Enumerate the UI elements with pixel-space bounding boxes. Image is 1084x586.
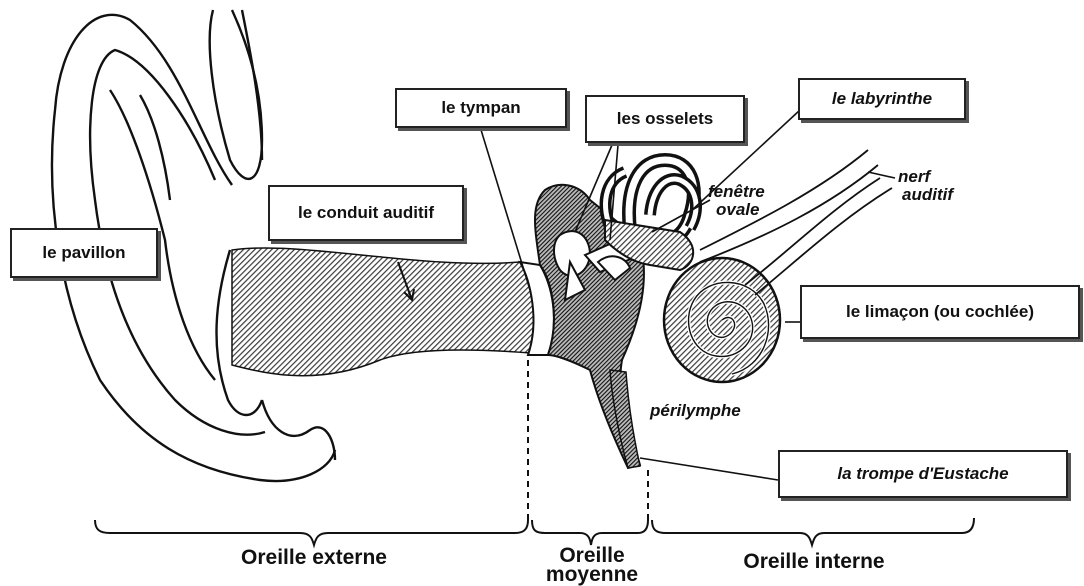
label-nerf-line2: auditif xyxy=(898,186,953,204)
label-nerf-line1: nerf xyxy=(898,168,953,186)
label-perilymphe: périlymphe xyxy=(650,402,741,420)
label-osselets: les osselets xyxy=(585,95,745,143)
label-fenetre-line2: ovale xyxy=(708,201,765,219)
section-oreille-interne: Oreille interne xyxy=(700,552,928,571)
label-trompe-eustache: la trompe d'Eustache xyxy=(778,450,1068,498)
section-oreille-externe: Oreille externe xyxy=(200,548,428,567)
label-pavillon: le pavillon xyxy=(10,228,158,278)
label-fenetre-ovale: fenêtre ovale xyxy=(708,183,765,219)
section-oreille-moyenne: Oreille moyenne xyxy=(540,546,644,584)
ear-canal xyxy=(232,248,560,376)
label-labyrinthe: le labyrinthe xyxy=(798,78,966,120)
label-tympan: le tympan xyxy=(395,88,567,128)
label-limacon: le limaçon (ou cochlée) xyxy=(800,285,1080,339)
label-fenetre-line1: fenêtre xyxy=(708,183,765,201)
label-conduit-auditif: le conduit auditif xyxy=(268,185,464,241)
section-moyenne-line2: moyenne xyxy=(540,565,644,584)
cochlea xyxy=(664,258,780,382)
label-nerf-auditif: nerf auditif xyxy=(898,168,953,204)
section-brackets xyxy=(95,518,974,545)
